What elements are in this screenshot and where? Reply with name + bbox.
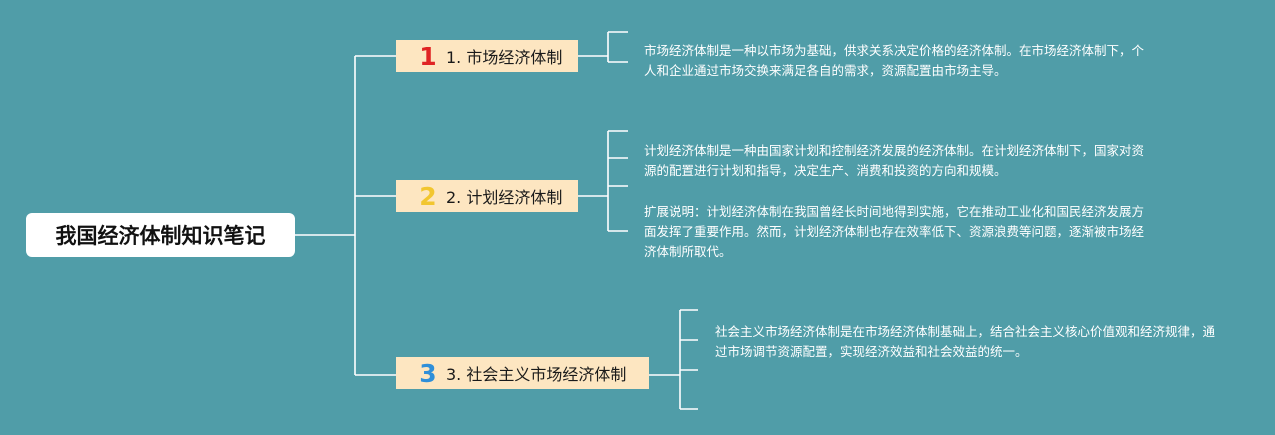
branch-label: 3. 社会主义市场经济体制 — [446, 365, 627, 384]
root-node[interactable]: 我国经济体制知识笔记 — [26, 213, 295, 257]
leaf-planned-economy-extension: 扩展说明：计划经济体制在我国曾经长时间地得到实施，它在推动工业化和国民经济发展方… — [644, 204, 1145, 259]
branch-label: 1. 市场经济体制 — [446, 48, 563, 67]
number-3-icon: 3 — [419, 358, 437, 388]
leaf-market-economy-definition: 市场经济体制是一种以市场为基础，供求关系决定价格的经济体制。在市场经济体制下，个… — [644, 43, 1145, 78]
branch-node-market-economy[interactable]: 1 1. 市场经济体制 — [396, 40, 578, 72]
branch-node-planned-economy[interactable]: 2 2. 计划经济体制 — [396, 180, 578, 212]
number-1-icon: 1 — [419, 41, 437, 71]
branch-node-socialist-market-economy[interactable]: 3 3. 社会主义市场经济体制 — [396, 357, 649, 389]
leaf-socialist-market-economy-definition: 社会主义市场经济体制是在市场经济体制基础上，结合社会主义核心价值观和经济规律，通… — [715, 324, 1216, 359]
leaf-planned-economy-definition: 计划经济体制是一种由国家计划和控制经济发展的经济体制。在计划经济体制下，国家对资… — [644, 143, 1145, 178]
number-2-icon: 2 — [419, 181, 437, 211]
root-title: 我国经济体制知识笔记 — [55, 224, 266, 248]
branch-label: 2. 计划经济体制 — [446, 188, 563, 207]
